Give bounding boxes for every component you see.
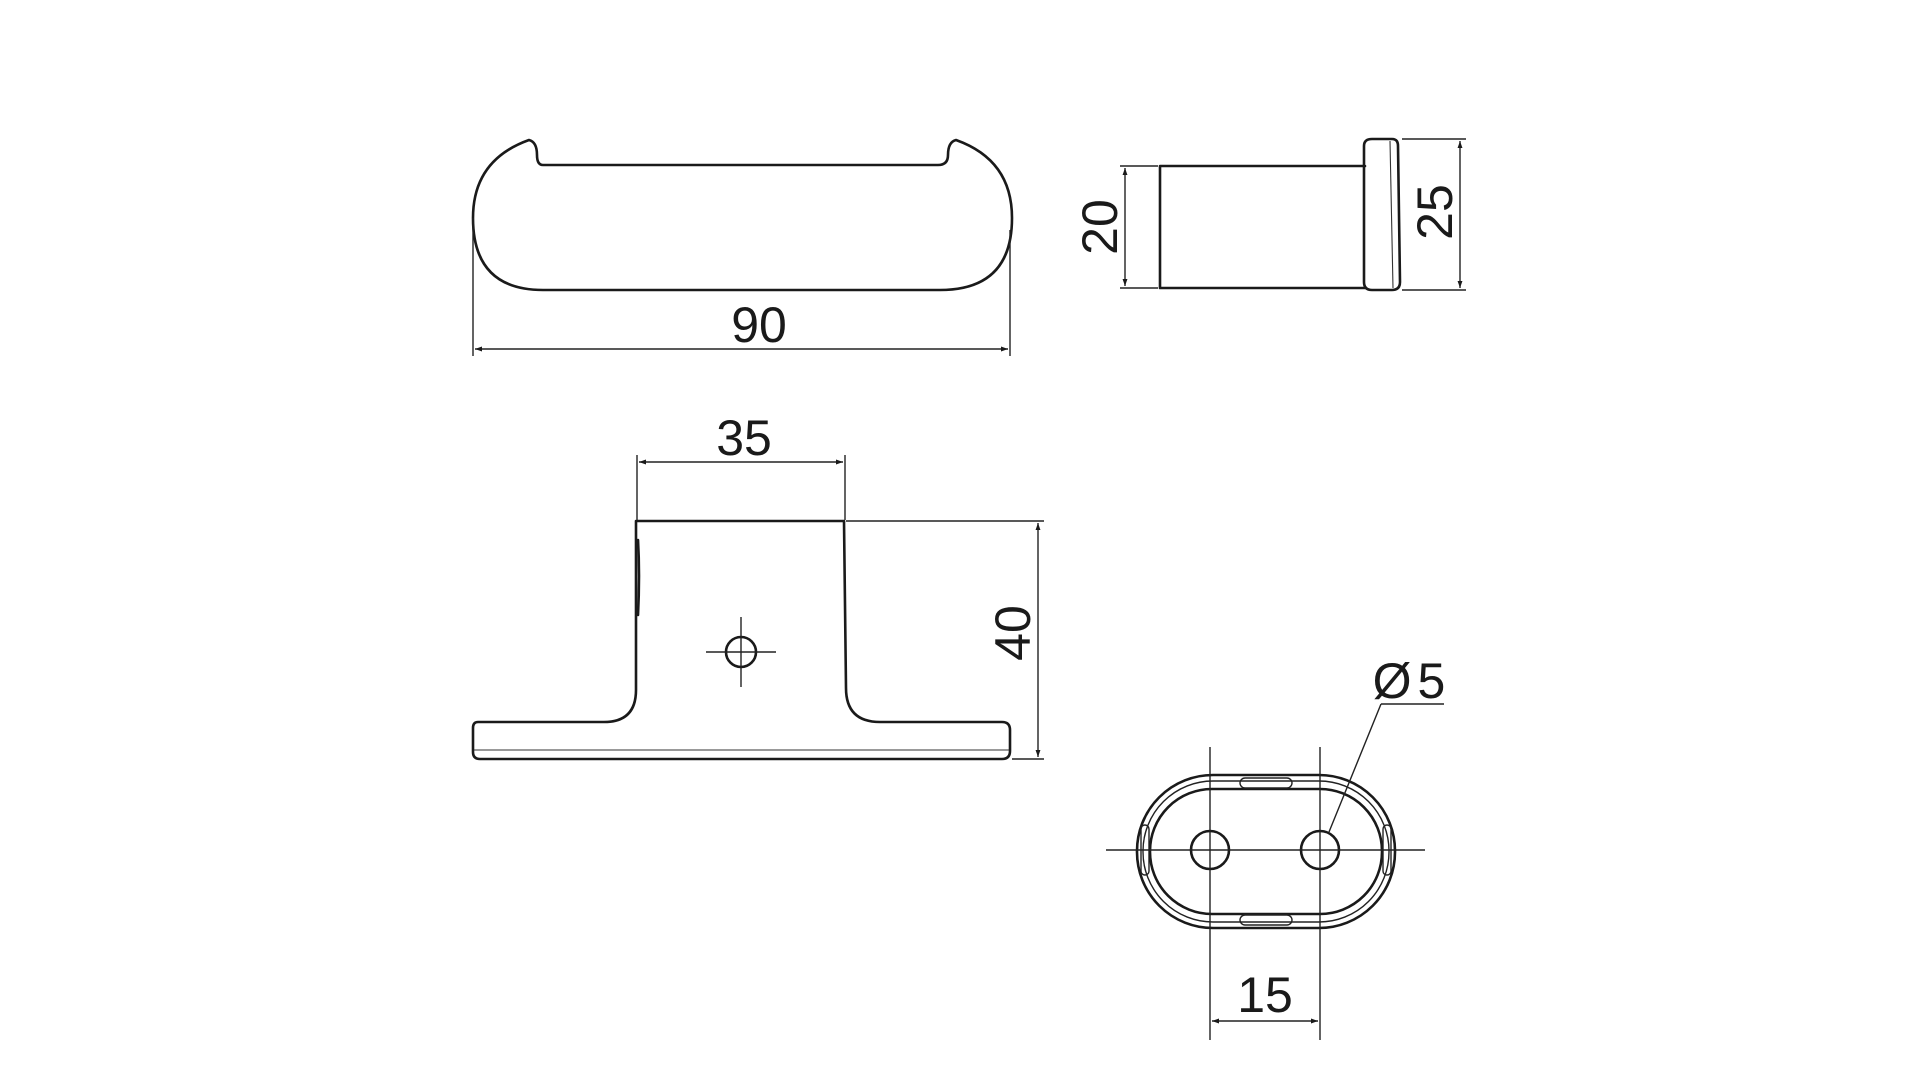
- side-view-cap: [1362, 137, 1402, 292]
- base-view-outer-oval: [1135, 773, 1397, 930]
- dim-label-20: 20: [1072, 199, 1128, 255]
- base-view-inner-oval-1: [1142, 780, 1390, 923]
- dim-label-25: 25: [1407, 184, 1463, 240]
- side-view: 20 25: [1072, 137, 1466, 292]
- dim-label-15: 15: [1237, 967, 1293, 1023]
- base-view-top-slot: [1239, 777, 1293, 789]
- front-view: 35 40: [471, 410, 1044, 761]
- base-view-inner-oval-2: [1148, 787, 1384, 916]
- dim-label-35: 35: [716, 410, 772, 466]
- dim-label-90: 90: [731, 297, 787, 353]
- side-view-body: [1158, 164, 1367, 290]
- base-view: 15 Ø5: [1106, 653, 1452, 1040]
- dim-label-40: 40: [985, 605, 1041, 661]
- top-view-outline: [471, 138, 1014, 292]
- front-view-neck-edge: [636, 538, 641, 617]
- top-view: 90: [471, 138, 1014, 356]
- base-view-bottom-slot: [1239, 914, 1293, 926]
- front-view-outline: [471, 519, 1012, 761]
- dim-label-d5: Ø5: [1373, 653, 1452, 709]
- leader-line-d5: [1328, 703, 1382, 833]
- side-view-cap-edge: [1389, 140, 1394, 289]
